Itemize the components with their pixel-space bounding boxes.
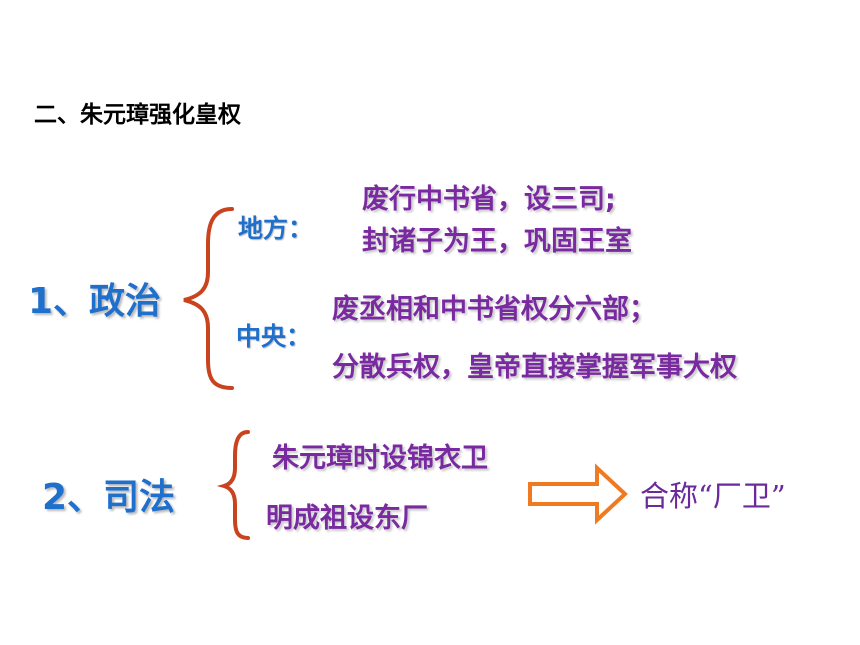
local-item-2: 封诸子为王，巩固王室 bbox=[362, 226, 632, 257]
politics-heading: 1、政治 bbox=[28, 281, 162, 322]
local-item-1: 废行中书省，设三司; bbox=[362, 184, 616, 215]
central-item-1: 废丞相和中书省权分六部； bbox=[332, 294, 656, 325]
justice-heading: 2、司法 bbox=[42, 477, 176, 518]
right-arrow-icon bbox=[528, 463, 628, 525]
central-label: 中央： bbox=[236, 322, 312, 351]
central-item-2: 分散兵权，皇帝直接掌握军事大权 bbox=[332, 352, 737, 383]
justice-item-2: 明成祖设东厂 bbox=[266, 503, 428, 534]
politics-brace bbox=[183, 207, 234, 390]
local-label: 地方： bbox=[238, 214, 314, 243]
justice-item-1: 朱元璋时设锦衣卫 bbox=[272, 443, 488, 474]
slide-title: 二、朱元璋强化皇权 bbox=[34, 102, 241, 128]
combined-label: 合称“厂卫” bbox=[640, 479, 786, 513]
justice-brace bbox=[216, 430, 250, 540]
